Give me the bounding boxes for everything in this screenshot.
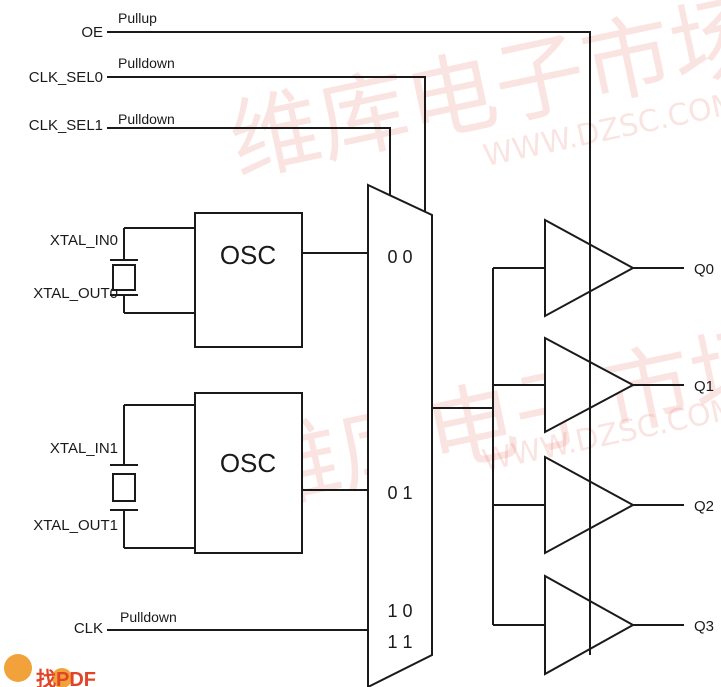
mux-sel-10: 1 0 — [387, 601, 412, 621]
logo-badge-icon — [52, 668, 72, 687]
oe-pullup-note: Pullup — [118, 10, 157, 26]
watermark-text-top: 维库电子市场网 — [221, 0, 721, 196]
pdf-logo: 找PDF — [4, 654, 96, 687]
clk-sel0-label: CLK_SEL0 — [29, 69, 103, 86]
clk-sel1-wire — [107, 127, 391, 195]
clk-sel0-pulldown-note: Pulldown — [118, 55, 175, 71]
xtal-out0-label: XTAL_OUT0 — [33, 285, 118, 302]
q3-label: Q3 — [694, 618, 714, 635]
mux-sel-01: 0 1 — [387, 483, 412, 503]
clk-sel0-wire — [107, 76, 426, 215]
clk-sel0-input: CLK_SEL0 Pulldown — [29, 55, 426, 215]
logo-text: 找PDF — [36, 667, 96, 687]
mux: 0 0 0 1 1 0 1 1 — [367, 183, 493, 687]
crystal1-icon — [112, 473, 136, 502]
clk-label: CLK — [74, 620, 103, 637]
buffer-q2: Q2 — [493, 455, 714, 555]
clk-sel1-input: CLK_SEL1 Pulldown — [29, 111, 391, 195]
clk-pulldown-note: Pulldown — [120, 609, 177, 625]
xtal-in0-label: XTAL_IN0 — [50, 232, 118, 249]
oe-label: OE — [81, 24, 103, 41]
mux-sel-11: 1 1 — [387, 632, 412, 652]
q2-label: Q2 — [694, 498, 714, 515]
osc1-label: OSC — [220, 448, 276, 478]
q0-label: Q0 — [694, 261, 714, 278]
xtal-in1-label: XTAL_IN1 — [50, 440, 118, 457]
mux-sel-00: 0 0 — [387, 247, 412, 267]
mux-body — [367, 183, 433, 687]
osc0-block — [194, 212, 303, 348]
crystal-oscillator-0: XTAL_IN0 XTAL_OUT0 OSC — [33, 212, 368, 348]
osc1-block — [194, 392, 303, 554]
crystal-oscillator-1: XTAL_IN1 XTAL_OUT1 OSC — [33, 392, 368, 554]
clk-sel1-pulldown-note: Pulldown — [118, 111, 175, 127]
xtal-out1-label: XTAL_OUT1 — [33, 517, 118, 534]
logo-mascot-icon — [4, 654, 32, 682]
clk-sel1-label: CLK_SEL1 — [29, 117, 103, 134]
clk-input: CLK Pulldown — [74, 609, 368, 637]
osc0-label: OSC — [220, 240, 276, 270]
q1-label: Q1 — [694, 378, 714, 395]
crystal0-icon — [112, 264, 136, 291]
buffer-q0: Q0 — [493, 218, 714, 318]
buffer-q3: Q3 — [493, 574, 714, 676]
